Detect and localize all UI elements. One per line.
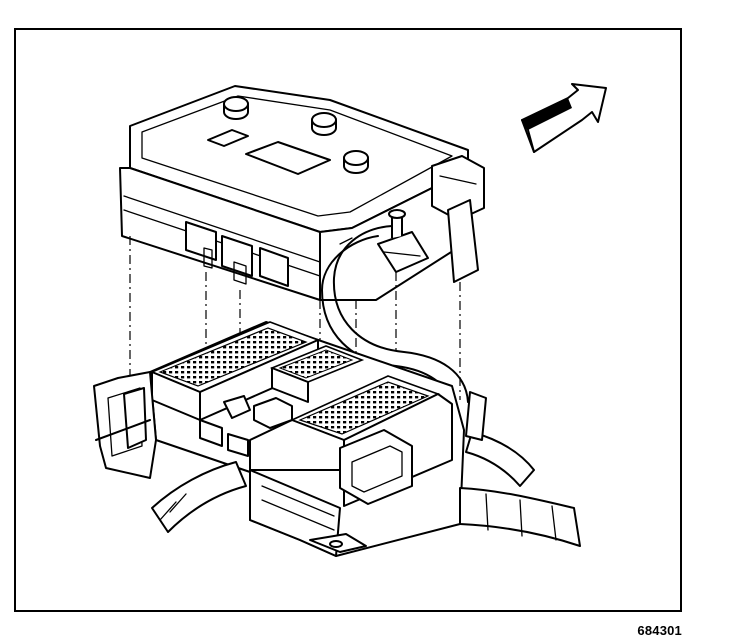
wiring-harness <box>151 391 581 547</box>
figure-id-label: 684301 <box>637 623 682 638</box>
mounting-bracket-left <box>93 371 157 479</box>
battery-terminal-stud <box>377 209 429 273</box>
front-direction-arrow-icon <box>521 83 607 153</box>
cover-bolt <box>223 96 249 120</box>
battery-cable <box>321 225 469 407</box>
fuse-block-cover <box>119 85 485 301</box>
fuse-block-base <box>149 321 465 557</box>
cover-bolt <box>343 150 369 174</box>
cover-bolt <box>311 112 337 136</box>
